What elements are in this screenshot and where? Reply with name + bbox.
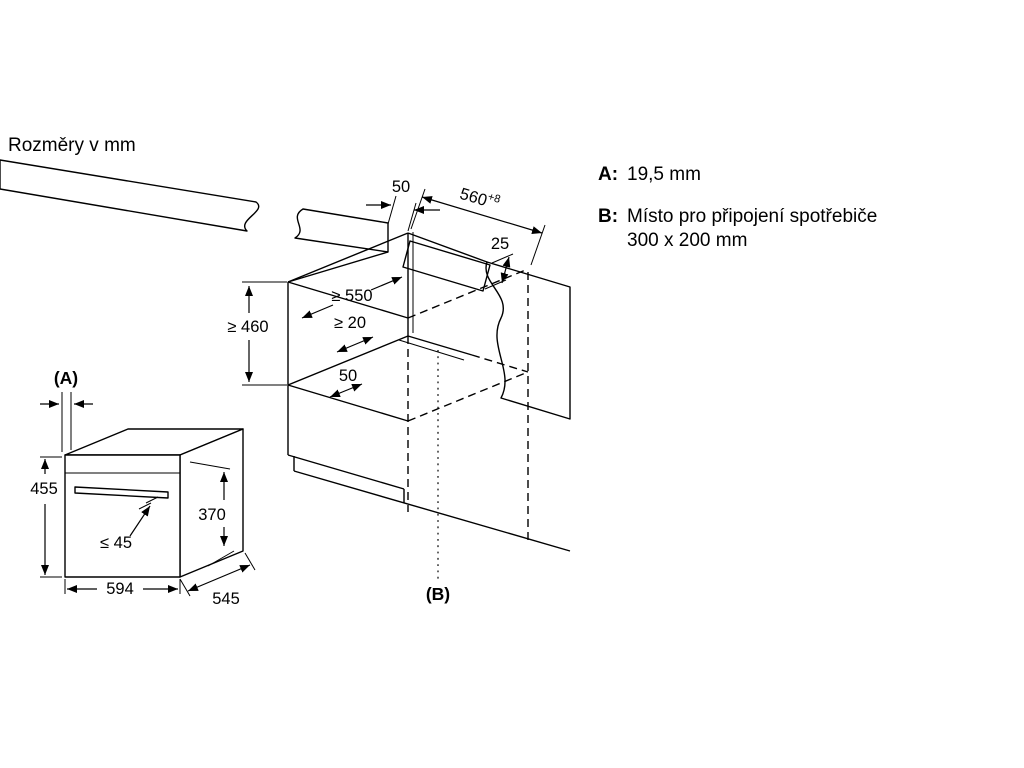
dim-niche-height: ≥ 460 [227,281,287,386]
legend-b-text-line1: Místo pro připojení spotřebiče [627,206,878,227]
page-title: Rozměry v mm [8,135,136,156]
appliance-drawing: (A) 455 370 ≤ 45 594 [30,368,256,608]
hidden-ceiling-right-edge [407,268,529,319]
dim-line [500,256,511,284]
floor-vent-line [398,339,465,361]
dim-line [421,196,543,234]
dim-niche-width: 560+8 [410,183,546,266]
dim-arrow [336,336,374,353]
right-worktop-surface [485,261,571,420]
right-worktop [485,261,571,420]
dim-appliance-side-height-text: 370 [198,506,226,524]
connection-point: (B) [426,350,450,604]
dim-line [370,276,403,291]
dim-niche-width-text: 560+8 [458,183,502,214]
dim-appliance-height-text: 455 [30,480,58,498]
hidden-floor-rear-edge [471,354,529,373]
floor-line [293,470,571,552]
dim-handle-clearance: ≤ 45 [100,505,151,552]
left-worktop-surface-continued [294,208,389,253]
dim-arrow [329,383,363,398]
hidden-edges [407,268,529,545]
hidden-floor-right-edge [407,371,529,422]
vent-hatch-area [402,240,491,292]
dim-appliance-side-height: 370 [189,461,235,567]
niche-floor-left-edge [287,335,409,386]
dim-niche-depth-text: ≥ 550 [331,287,372,305]
legend: A: 19,5 mm B: Místo pro připojení spotře… [598,163,877,271]
legend-b-text-line2: 300 x 200 mm [627,230,748,251]
cabinet [287,232,571,552]
legend-a-label: A: [598,164,619,185]
legend-b-label: B: [598,206,619,227]
label-ref-b: (B) [426,584,450,604]
dim-appliance-width: 594 [64,579,181,598]
legend-a-text: 19,5 mm [627,164,701,185]
dim-ext-line [530,224,546,266]
dim-floor-vent: 50 [329,367,363,398]
cabinet-bottom-front-edge [287,454,405,490]
dim-arrow [129,505,151,537]
dim-appliance-depth-text: 545 [212,590,240,608]
dim-ext-line [410,188,426,230]
dim-top-gap: 50 [366,178,440,232]
appliance-front-face [64,454,181,578]
niche-rear-top-edge [407,232,488,263]
label-ref-a: (A) [54,368,78,388]
legend-item-a: A: 19,5 mm [598,163,877,187]
niche-top-left-edge [287,232,409,283]
dim-rear-clearance-text: ≥ 20 [334,314,366,332]
dim-top-gap-text: 50 [392,178,410,196]
dim-niche-height-text: ≥ 460 [227,318,268,336]
dim-handle-clearance-text: ≤ 45 [100,534,132,552]
dim-floor-vent-text: 50 [339,367,357,385]
worktop-underside-edge [287,251,389,283]
dim-rear-vent: 25 [484,235,514,290]
dim-appliance-height: 455 [30,456,62,578]
dim-line [187,564,251,592]
dim-appliance-width-text: 594 [106,580,134,598]
niche-floor-front-edge [287,384,409,422]
dim-ref-a: (A) [40,368,93,452]
dim-ext-line [244,552,256,571]
left-worktop [0,159,389,283]
dim-niche-depth: ≥ 550 [301,276,403,319]
dim-ext-line [207,550,235,567]
appliance-handle [74,486,169,499]
dim-rear-clearance: ≥ 20 [334,314,374,353]
niche-floor-rear-edge [407,335,473,356]
dim-rear-vent-text: 25 [491,235,509,253]
legend-item-b: B: Místo pro připojení spotřebiče 300 x … [598,205,877,253]
appliance-right-face [179,428,244,578]
vent-hatch [402,240,491,292]
dim-ext-line [189,461,231,470]
left-worktop-surface [0,159,260,232]
dim-line [301,304,334,319]
niche-ceiling-front-edge [287,281,409,319]
dim-ext-line [491,253,514,264]
dim-appliance-depth: 545 [179,552,256,608]
handle-tick [145,496,159,504]
dim-ext-line [179,578,191,597]
dim-ext-line [387,195,397,225]
